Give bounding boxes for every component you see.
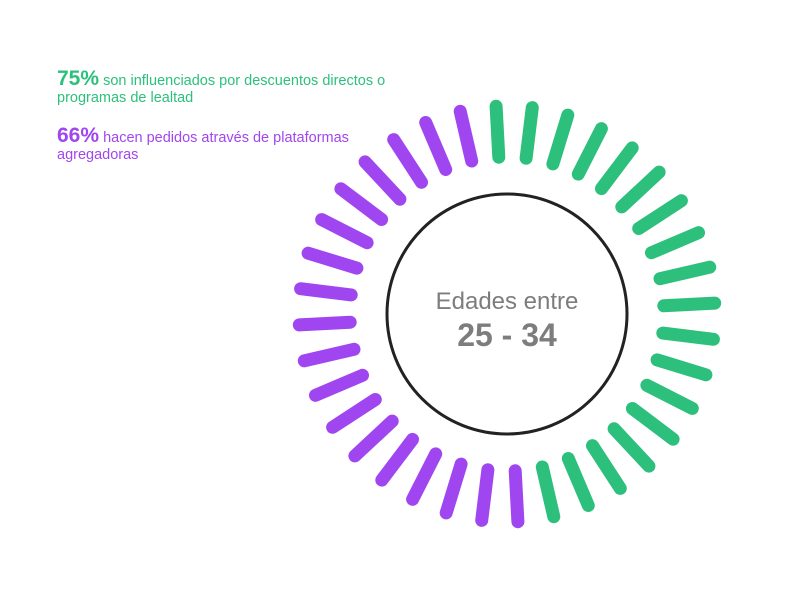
tick-loyalty xyxy=(632,194,688,235)
tick-loyalty xyxy=(656,326,720,346)
tick-aggregators xyxy=(475,463,495,527)
tick-loyalty xyxy=(615,165,666,214)
tick-aggregators xyxy=(294,282,358,302)
tick-loyalty xyxy=(489,99,506,164)
tick-aggregators xyxy=(387,133,428,189)
stat-aggregators: 66% hacen pedidos através de plataformas… xyxy=(57,124,387,164)
tick-loyalty xyxy=(546,108,575,171)
tick-aggregators xyxy=(508,464,525,529)
tick-loyalty xyxy=(571,122,608,181)
center-ring xyxy=(385,192,629,436)
tick-loyalty xyxy=(535,460,561,524)
tick-aggregators xyxy=(375,432,419,487)
tick-loyalty xyxy=(653,260,717,286)
tick-aggregators xyxy=(453,104,479,168)
stat-aggregators-text: hacen pedidos através de plataformas agr… xyxy=(57,130,349,163)
tick-loyalty xyxy=(519,101,539,165)
tick-aggregators xyxy=(439,457,468,520)
tick-loyalty xyxy=(640,378,699,415)
tick-loyalty xyxy=(607,422,656,473)
tick-loyalty xyxy=(650,353,713,382)
tick-aggregators xyxy=(292,315,357,332)
tick-aggregators xyxy=(358,155,407,206)
tick-loyalty xyxy=(657,296,722,313)
stat-loyalty-percent: 75% xyxy=(57,67,100,90)
tick-loyalty xyxy=(561,452,595,512)
stat-aggregators-percent: 66% xyxy=(57,124,100,147)
tick-loyalty xyxy=(645,226,705,260)
stats-legend: 75% son influenciados por descuentos dir… xyxy=(57,67,387,164)
tick-loyalty xyxy=(625,402,680,446)
tick-aggregators xyxy=(297,342,361,368)
tick-loyalty xyxy=(595,141,639,196)
stat-loyalty: 75% son influenciados por descuentos dir… xyxy=(57,67,387,107)
tick-loyalty xyxy=(586,439,627,495)
tick-aggregators xyxy=(334,182,389,226)
tick-aggregators xyxy=(309,368,369,402)
tick-aggregators xyxy=(348,414,399,463)
tick-aggregators xyxy=(406,447,443,506)
tick-aggregators xyxy=(315,213,374,250)
tick-group xyxy=(292,99,722,529)
stat-loyalty-text: son influenciados por descuentos directo… xyxy=(57,73,386,106)
tick-aggregators xyxy=(326,393,382,434)
center-label-line1: Edades entre xyxy=(436,288,579,315)
center-label-line2: 25 - 34 xyxy=(457,317,557,353)
tick-aggregators xyxy=(301,246,364,275)
tick-aggregators xyxy=(419,116,453,176)
